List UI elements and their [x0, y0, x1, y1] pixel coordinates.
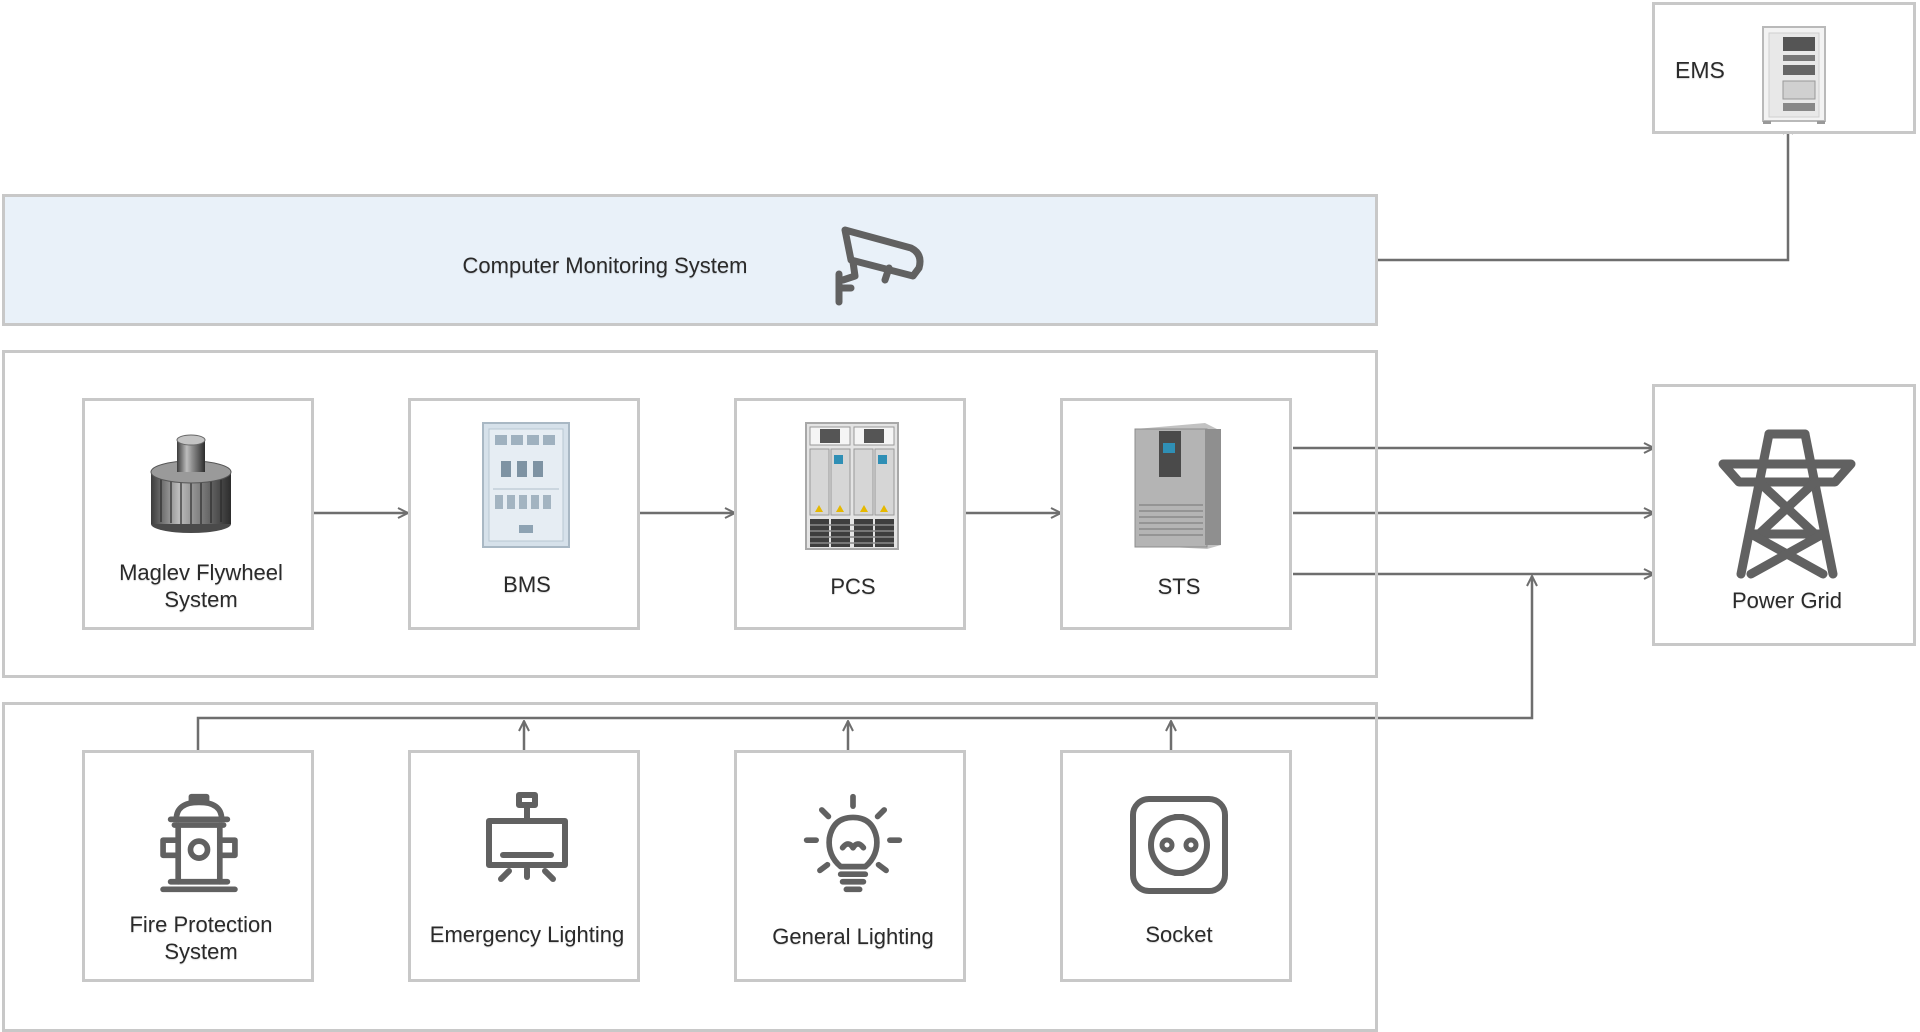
ems-label: EMS — [1675, 57, 1725, 83]
flywheel-label: Maglev Flywheel System — [119, 560, 283, 612]
power-grid-box: Power Grid — [1652, 384, 1916, 646]
light-bulb-icon — [803, 793, 903, 893]
emergency-light-icon — [486, 792, 568, 882]
sts-label: STS — [1157, 574, 1201, 599]
bms-box: BMS — [408, 398, 640, 630]
general-lighting-label: General Lighting — [772, 924, 934, 949]
sts-cabinet-icon — [1134, 423, 1221, 549]
flywheel-icon — [150, 434, 232, 533]
monitoring-panel: Computer Monitoring System — [2, 194, 1378, 326]
cctv-camera-icon — [835, 226, 924, 306]
bms-label: BMS — [503, 572, 551, 597]
load-bus — [196, 576, 1532, 750]
socket-icon — [1130, 796, 1228, 894]
emergency-lighting-box: Emergency Lighting — [408, 750, 640, 982]
power-grid-label: Power Grid — [1731, 588, 1843, 613]
transmission-tower-icon — [1718, 429, 1856, 579]
ems-box: EMS — [1652, 2, 1916, 134]
bms-cabinet-icon — [482, 422, 570, 548]
pcs-cabinet-icon — [805, 422, 899, 550]
general-lighting-box: General Lighting — [734, 750, 966, 982]
pcs-box: PCS — [734, 398, 966, 630]
emergency-lighting-label: Emergency Lighting — [429, 922, 625, 947]
sts-box: STS — [1060, 398, 1292, 630]
socket-label: Socket — [1145, 922, 1213, 947]
pcs-label: PCS — [830, 574, 876, 599]
monitoring-label: Computer Monitoring System — [462, 253, 748, 278]
fire-hydrant-icon — [160, 793, 238, 893]
energy-chain-panel — [2, 350, 1378, 678]
fire-protection-box: Fire Protection System — [82, 750, 314, 982]
server-cabinet-icon — [1762, 26, 1826, 124]
fire-protection-label: Fire Protection System — [129, 912, 273, 964]
link-monitoring-ems — [1378, 124, 1788, 262]
socket-box: Socket — [1060, 750, 1292, 982]
flywheel-box: Maglev Flywheel System — [82, 398, 314, 630]
